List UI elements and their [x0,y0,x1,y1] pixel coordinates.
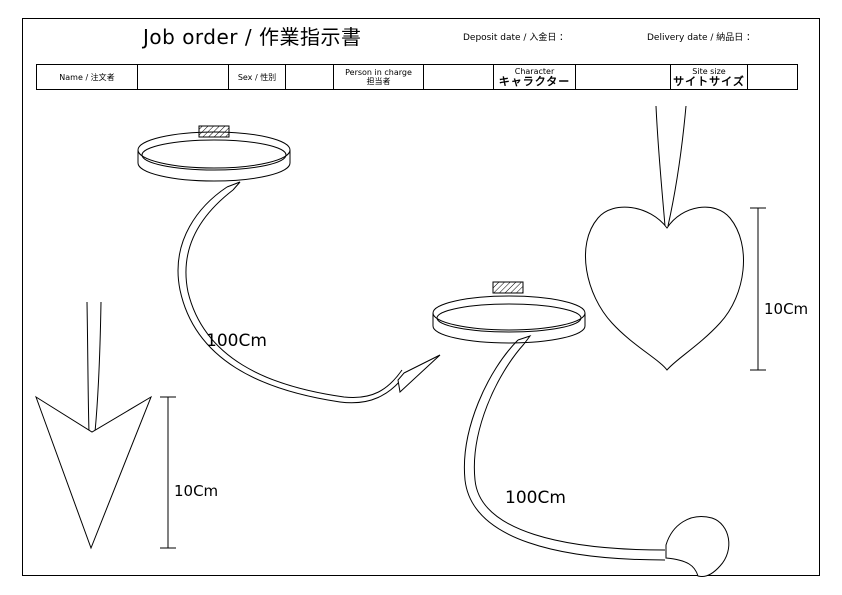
delivery-date-label: Delivery date / 納品日 ： [647,33,756,43]
sex-field[interactable] [285,64,334,90]
ring-clip-1 [198,125,230,138]
character-field[interactable] [575,64,671,90]
job-order-sheet [22,18,820,576]
tail-1 [177,181,441,404]
belt-ring-1 [137,125,291,182]
heart-tip-size-label: 10Cm [764,300,809,318]
ring-clip-2 [492,281,524,294]
spade-tip-drawing [35,301,176,550]
person-in-charge-field[interactable] [423,64,494,90]
tail-length-label-2: 100Cm [505,488,566,508]
sex-label: Sex / 性別 [228,64,286,90]
deposit-date-label: Deposit date / 入金日 ： [463,33,569,43]
belt-ring-2 [432,281,586,344]
arrow-tip-size-label: 10Cm [174,482,219,500]
heart-tip-drawing [585,105,766,371]
tail-length-label-1: 100Cm [206,331,267,351]
page-title: Job order / 作業指示書 [143,25,362,49]
tail-2 [463,335,730,578]
site-size-field[interactable] [747,64,798,90]
